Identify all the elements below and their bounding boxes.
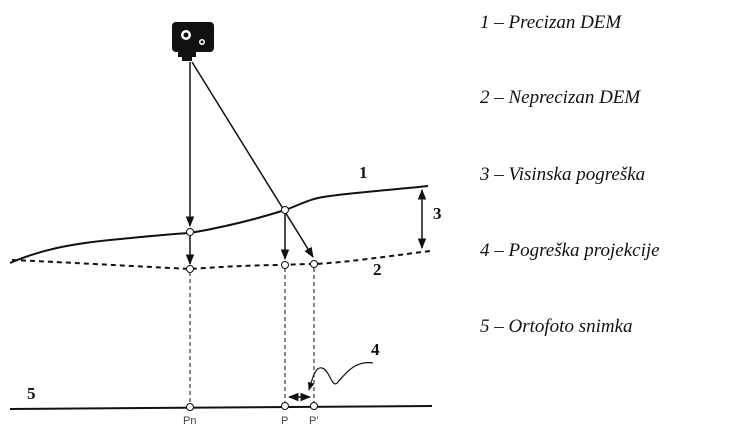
orthophoto-line (9, 405, 433, 410)
node-p-prime-imprecise (310, 260, 318, 268)
label-5: 5 (27, 384, 36, 403)
camera-icon (172, 22, 214, 61)
legend-item-height-error: 3 – Visinska pogreška (480, 164, 646, 185)
label-2: 2 (373, 260, 382, 279)
legend-item-precise-dem: 1 – Precizan DEM (480, 12, 622, 33)
precise-dem-line (9, 185, 429, 264)
dem-error-diagram: 1 2 3 4 5 Pn P P' (9, 22, 442, 427)
node-p-ortho (281, 402, 289, 410)
legend-item-projection-error: 4 – Pogreška projekcije (480, 240, 660, 261)
oblique-ray (191, 61, 314, 258)
node-pn-precise (186, 228, 194, 236)
point-label-pn: Pn (183, 415, 196, 427)
legend-item-orthophoto: 5 – Ortofoto snimka (480, 316, 633, 337)
imprecise-dem-line (11, 250, 431, 271)
legend-item-imprecise-dem: 2 – Neprecizan DEM (480, 87, 641, 108)
node-p-imprecise (281, 261, 289, 269)
node-pn-ortho (186, 403, 194, 411)
point-label-p-prime: P' (309, 415, 318, 427)
node-pn-imprecise (186, 265, 194, 273)
point-label-p: P (281, 415, 288, 427)
label-3: 3 (433, 204, 442, 223)
projection-error-leader (307, 362, 374, 391)
label-1: 1 (359, 163, 368, 182)
node-p-precise (281, 206, 289, 214)
legend: 1 – Precizan DEM 2 – Neprecizan DEM 3 – … (480, 0, 752, 432)
node-p-prime-ortho (310, 402, 318, 410)
label-4: 4 (371, 340, 380, 359)
